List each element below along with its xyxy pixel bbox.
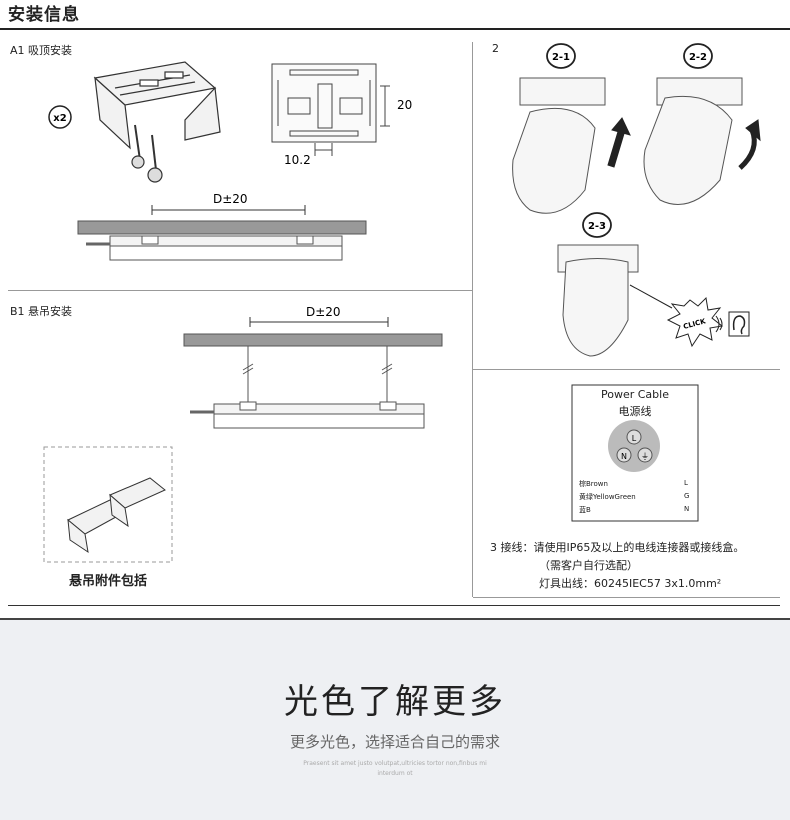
promo-heading: 光色了解更多 xyxy=(284,682,506,722)
step-2-3-text: 2-3 xyxy=(588,221,606,232)
pin-l: L xyxy=(632,434,637,443)
dimension-d20-top: D±20 xyxy=(213,192,248,206)
step-2-1-badge: 2-1 xyxy=(546,43,576,69)
quantity-badge-text: x2 xyxy=(53,113,66,124)
promo-subheading: 更多光色，选择适合自己的需求 xyxy=(289,733,500,751)
power-cable-title-cn: 电源线 xyxy=(618,405,652,418)
b1-label: B1 悬吊安装 xyxy=(10,305,73,318)
power-cable-box: L N ⏚ xyxy=(571,384,699,522)
cable-row-name: 蓝B xyxy=(579,506,591,514)
dimension-d20-bottom: D±20 xyxy=(306,305,341,319)
wiring-note: （需客户自行选配） xyxy=(539,559,638,572)
cable-row-name: 棕Brown xyxy=(579,480,608,488)
pin-g: ⏚ xyxy=(641,452,649,461)
profile-step-2-3 xyxy=(557,244,673,357)
bottom-rule xyxy=(8,605,780,606)
wiring-instruction: 3 接线：请使用IP65及以上的电线连接器或接线盒。 xyxy=(490,541,745,554)
dimension-10-2: 10.2 xyxy=(284,153,311,167)
section-divider-right xyxy=(472,369,780,370)
accessory-caption: 悬吊附件包括 xyxy=(68,574,147,589)
cable-spec: 灯具出线：60245IEC57 3x1.0mm² xyxy=(539,577,722,590)
power-cable-title-en: Power Cable xyxy=(601,388,669,401)
step-2-2-badge: 2-2 xyxy=(683,43,713,69)
a1-label: A1 吸顶安装 xyxy=(10,44,73,57)
page-title: 安装信息 xyxy=(8,5,80,25)
section-divider-left xyxy=(8,290,472,291)
ceiling-mount-diagram xyxy=(77,205,367,261)
column-divider xyxy=(472,42,473,597)
installation-drawings: x2 20 10.2 xyxy=(43,43,761,563)
ceiling-bracket-drawing xyxy=(93,61,221,183)
cable-row-code: N xyxy=(684,505,690,513)
cable-row-code: L xyxy=(684,479,688,487)
promo-latin-line-2: interdum ot xyxy=(377,770,413,777)
cable-row-name: 黄绿YellowGreen xyxy=(579,493,636,501)
step-2-3-badge: 2-3 xyxy=(582,212,612,238)
promo-latin-line-1: Praesent sit amet justo volutpat,ultrici… xyxy=(303,760,487,767)
promo-panel: 光色了解更多 更多光色，选择适合自己的需求 Praesent sit amet … xyxy=(0,618,790,820)
pin-n: N xyxy=(621,452,627,461)
click-burst-icon: CLICK xyxy=(666,296,724,348)
profile-step-2-1 xyxy=(512,77,631,214)
section-divider-wiring xyxy=(473,597,780,598)
step-2-2-text: 2-2 xyxy=(689,52,707,63)
step-2-1-text: 2-1 xyxy=(552,52,570,63)
profile-step-2-2 xyxy=(643,77,761,205)
dimension-20: 20 xyxy=(397,98,412,112)
bracket-plate-top-view xyxy=(271,63,390,156)
quantity-badge: x2 xyxy=(48,105,72,129)
cable-row-code: G xyxy=(684,492,690,500)
ear-sound-icon xyxy=(715,311,750,337)
suspension-mount-diagram xyxy=(183,317,443,429)
title-rule xyxy=(0,28,790,30)
accessory-box xyxy=(43,446,173,563)
step2-label: 2 xyxy=(492,42,499,55)
installation-sheet: 安装信息 A1 吸顶安装 B1 悬吊安装 2 x2 xyxy=(0,0,790,618)
